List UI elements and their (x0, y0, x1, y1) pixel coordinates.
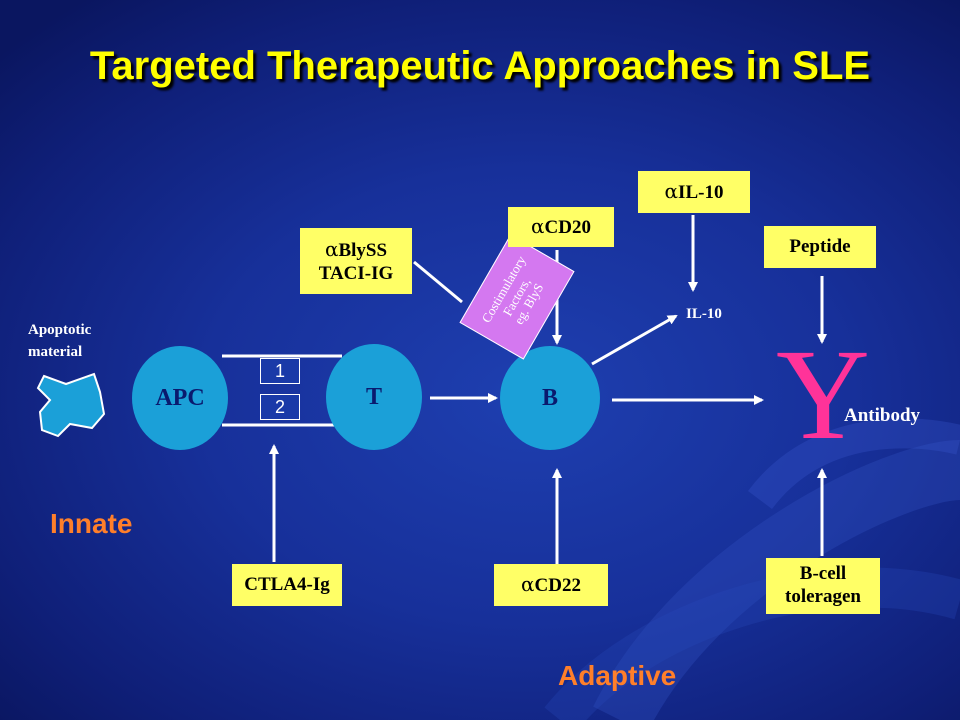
apc-label: APC (155, 384, 205, 411)
b-cell-label: B (541, 384, 558, 411)
apoptotic-material-icon (36, 372, 106, 438)
adaptive-label: Adaptive (558, 660, 677, 691)
slide-title: Targeted Therapeutic Approaches in SLE (89, 44, 871, 88)
peptide-box: Peptide (764, 226, 876, 268)
antibody-label: Antibody (844, 405, 921, 426)
b-cell-toleragen-box: B-cell toleragen (766, 558, 880, 614)
anti-il10-box: αIL-10 (638, 171, 750, 213)
apoptotic-material-label: Apoptotic material (28, 322, 92, 360)
b-cell: B (500, 346, 600, 450)
il10-output-label: IL-10 (686, 306, 722, 322)
anti-cd22-box: αCD22 (494, 564, 608, 606)
anti-cd20-box: αCD20 (508, 207, 614, 247)
apc-cell: APC (132, 346, 228, 450)
anti-blyss-taci-ig-box: αBlySS TACI-IG (300, 228, 412, 294)
antibody-icon: Y (776, 323, 870, 467)
t-cell-label: T (365, 383, 382, 410)
line-blys-to-costim (413, 260, 463, 304)
signal-1-box: 1 (260, 358, 300, 384)
innate-label: Innate (50, 508, 133, 539)
signal-2-box: 2 (260, 394, 300, 420)
arrow-b-to-il10 (591, 314, 678, 366)
ctla4-ig-box: CTLA4-Ig (232, 564, 342, 606)
t-cell: T (326, 344, 422, 450)
